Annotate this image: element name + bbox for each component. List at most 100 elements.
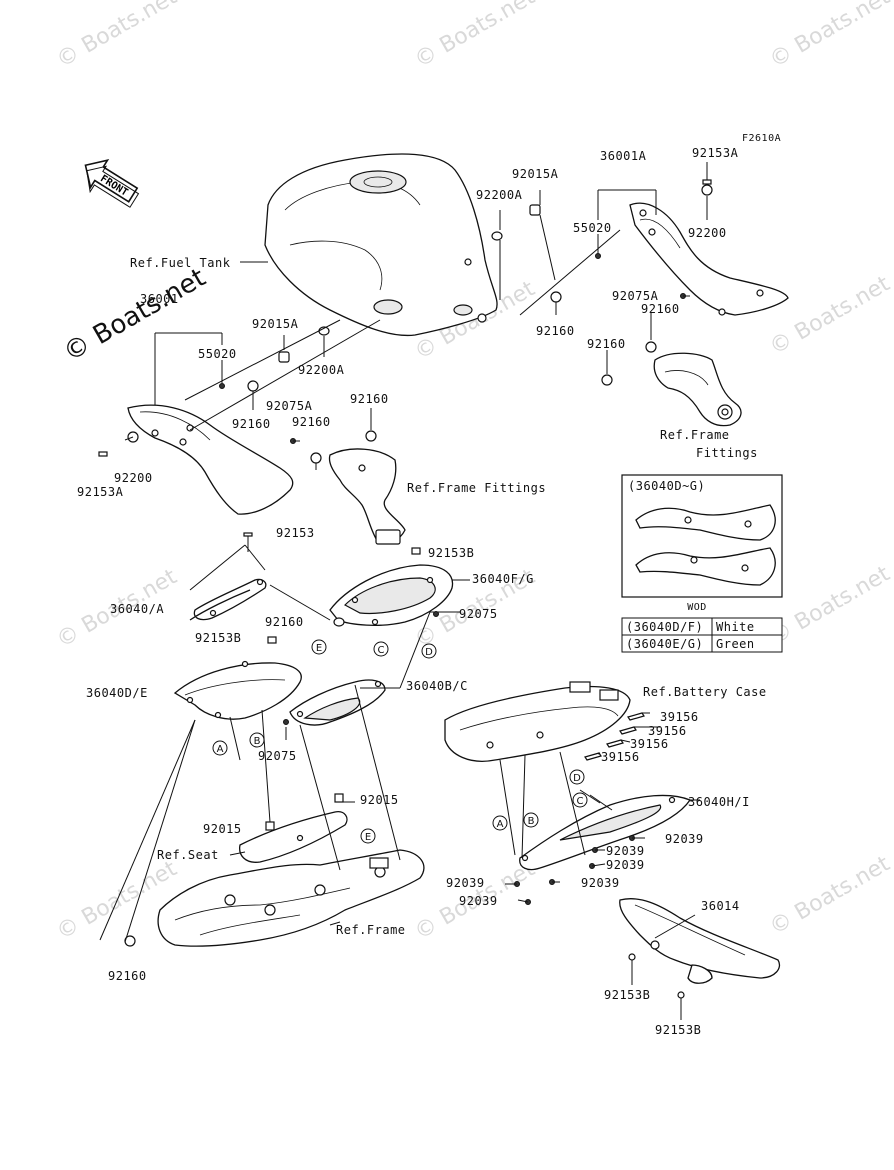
part-label: 92160 [641, 302, 680, 316]
watermark: © Boats.net [766, 271, 894, 360]
clips-39156 [584, 712, 645, 761]
watermark: © Boats.net [766, 561, 894, 650]
svg-text:C: C [378, 645, 385, 656]
ref-label: Ref.Frame Fittings [407, 481, 546, 495]
part-label: 36001 [140, 292, 179, 306]
hardware-top [98, 179, 713, 464]
under-cover [514, 794, 691, 905]
legend-part-2: (36040E/G) [626, 637, 703, 651]
seat-cover-36040DE [173, 660, 302, 720]
side-cover-right [629, 202, 789, 316]
part-label: 92200 [688, 226, 727, 240]
part-label: 92200A [298, 363, 345, 377]
color-inset: (36040D~G) [621, 474, 783, 598]
watermark: © Boats.net [766, 851, 894, 940]
svg-text:A: A [497, 819, 504, 830]
part-label: 92160 [587, 337, 626, 351]
svg-text:E: E [316, 643, 322, 654]
svg-text:B: B [528, 816, 535, 827]
side-cover-left [127, 404, 294, 515]
part-label: 92153A [77, 485, 124, 499]
seat-bracket [239, 811, 348, 863]
chain-cover [619, 898, 781, 999]
frame-fittings-left [328, 448, 406, 545]
part-label: 92075 [459, 607, 498, 621]
part-label: 39156 [660, 710, 699, 724]
bracket-36040A [189, 544, 331, 621]
part-label: 92075 [258, 749, 297, 763]
leader-lines-bottom [499, 712, 700, 1020]
part-label: 92039 [606, 844, 645, 858]
part-label: 92075A [266, 399, 313, 413]
color-legend-table: (36040D/F) White (36040E/G) Green [621, 617, 783, 653]
ref-label: Ref.Seat [157, 848, 219, 862]
frame-fittings-right [653, 352, 742, 427]
part-label: 92160 [350, 392, 389, 406]
part-label: 92160 [265, 615, 304, 629]
part-label: 92075A [612, 289, 659, 303]
watermark: © Boats.net [766, 0, 894, 73]
part-label: 36014 [701, 899, 740, 913]
part-label: 92039 [459, 894, 498, 908]
front-arrow-icon: FRONT [84, 158, 140, 208]
ref-label: Ref.Frame [336, 923, 406, 937]
part-label: 39156 [648, 724, 687, 738]
part-labels: 36001A 92153A 92015A 92200A 55020 92200 … [77, 146, 767, 1037]
part-label: 36040F/G [472, 572, 534, 586]
battery-case [444, 681, 631, 762]
legend-part-1: (36040D/F) [626, 620, 703, 634]
legend-color-1: White [716, 620, 755, 634]
part-label: 92039 [446, 876, 485, 890]
part-label: 92160 [292, 415, 331, 429]
part-label: 36040D/E [86, 686, 148, 700]
part-label: 92153B [428, 546, 474, 560]
part-label: 92153B [655, 1023, 701, 1037]
legend-color-2: Green [716, 637, 755, 651]
watermark: © Boats.net [411, 0, 540, 73]
svg-text:C: C [577, 796, 584, 807]
part-label: 92039 [665, 832, 704, 846]
part-label: 92015 [203, 822, 242, 836]
part-label: 92015A [252, 317, 299, 331]
ref-label: Fittings [696, 446, 758, 460]
part-label: 92153B [195, 631, 241, 645]
part-label: 55020 [573, 221, 612, 235]
part-label: 92200A [476, 188, 523, 202]
svg-text:A: A [217, 744, 224, 755]
seat-cover-36040BC [289, 679, 386, 726]
part-label: 92160 [536, 324, 575, 338]
callout-markers: E C D A B E A B C D [212, 639, 588, 844]
part-label: 36040/A [110, 602, 164, 616]
watermark-large: © Boats.net [59, 263, 211, 368]
tail-cover-upper [329, 564, 470, 626]
part-label: 39156 [630, 737, 669, 751]
svg-text:B: B [254, 736, 261, 747]
part-label: 36001A [600, 149, 647, 163]
svg-text:D: D [425, 647, 433, 658]
inset-caption: WOD [687, 602, 707, 613]
svg-text:D: D [573, 773, 581, 784]
svg-text:E: E [365, 832, 371, 843]
part-label: 92153A [692, 146, 739, 160]
part-label: 55020 [198, 347, 237, 361]
ref-label: Ref.Fuel Tank [130, 256, 231, 270]
diagram-code: F2610A [742, 133, 781, 144]
part-label: 92015A [512, 167, 559, 181]
part-label: 36040B/C [406, 679, 468, 693]
part-label: 92039 [581, 876, 620, 890]
part-label: 92153 [276, 526, 315, 540]
inset-header: (36040D~G) [628, 479, 705, 493]
part-label: 92200 [114, 471, 153, 485]
ref-label: Ref.Battery Case [643, 685, 767, 699]
part-label: 92039 [606, 858, 645, 872]
leader-lines-middle [99, 611, 431, 943]
part-label: 92153B [604, 988, 650, 1002]
fuel-tank [264, 153, 498, 337]
leader-lines-top [124, 162, 708, 470]
part-label: 39156 [601, 750, 640, 764]
ref-label: Ref.Frame [660, 428, 730, 442]
part-label: 92160 [232, 417, 271, 431]
watermark: © Boats.net [53, 0, 182, 73]
frame [157, 849, 425, 947]
